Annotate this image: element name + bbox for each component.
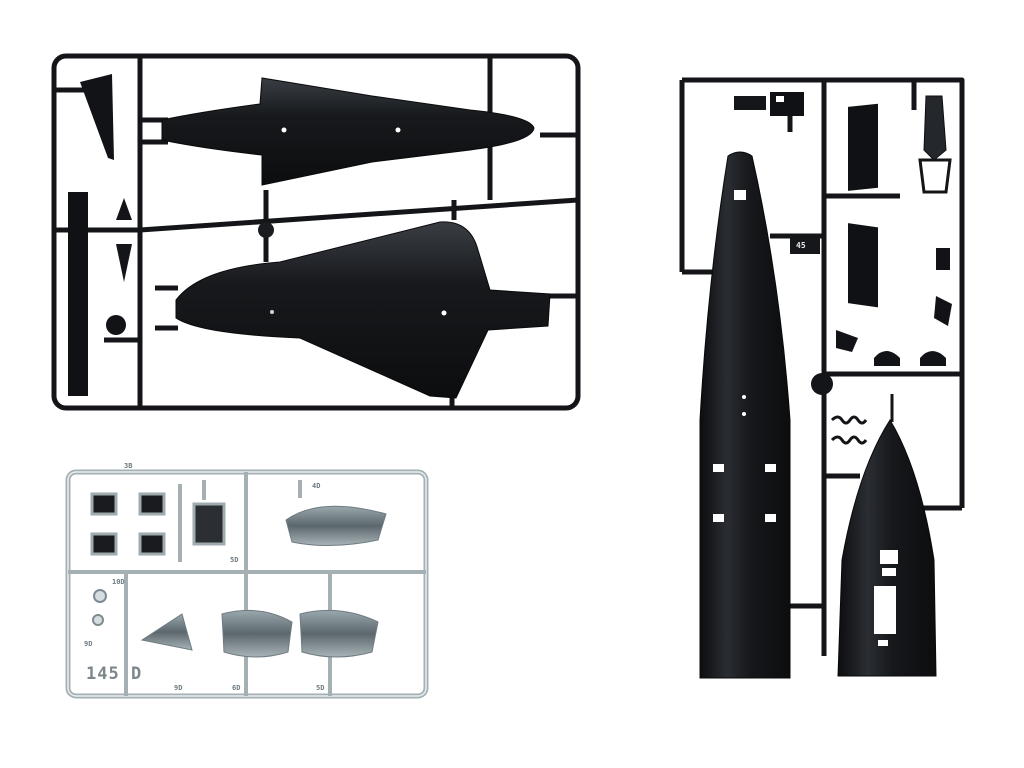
block-part <box>734 96 766 110</box>
part-number-label: 4D <box>312 482 321 490</box>
panel-part <box>848 103 878 191</box>
sprue-clear <box>65 469 429 699</box>
cap-part <box>920 351 946 366</box>
part-number-label: 3B <box>124 462 133 470</box>
coil-part <box>830 415 868 445</box>
part-number-label: 6D <box>232 684 241 692</box>
seat-part <box>923 95 947 161</box>
sprue-code-clear: 145 D <box>86 664 143 684</box>
fin-part <box>80 74 114 160</box>
fuselage-upper-half <box>161 77 535 186</box>
part-number-label: 5D <box>316 684 325 692</box>
seat-frame-part <box>918 158 952 194</box>
bracket-part <box>936 248 950 270</box>
sprue-hub <box>106 315 126 335</box>
bracket-part <box>836 330 858 352</box>
sprue-code-right: 45 <box>796 241 806 250</box>
part-number-label: 10D <box>112 578 125 586</box>
part-number-label: 5D <box>230 556 239 564</box>
part-number-label: 9D <box>84 640 93 648</box>
canopy-part <box>140 613 193 651</box>
bracket-part <box>934 296 952 326</box>
sprue-frame <box>679 77 965 508</box>
fuselage-lower-wing <box>175 221 551 399</box>
canopy-part <box>299 609 379 658</box>
canopy-part <box>221 609 293 658</box>
sprue-hub <box>811 373 833 395</box>
part-number-label: 9D <box>174 684 183 692</box>
canopy-part <box>285 505 387 547</box>
spike-part <box>116 198 132 282</box>
sprue-hub <box>258 222 274 238</box>
strip-part <box>68 192 88 396</box>
cap-part <box>874 351 900 366</box>
code-tab <box>790 238 820 254</box>
block-part <box>770 92 804 116</box>
nose-cone-part <box>837 419 937 677</box>
panel-part <box>848 223 878 308</box>
